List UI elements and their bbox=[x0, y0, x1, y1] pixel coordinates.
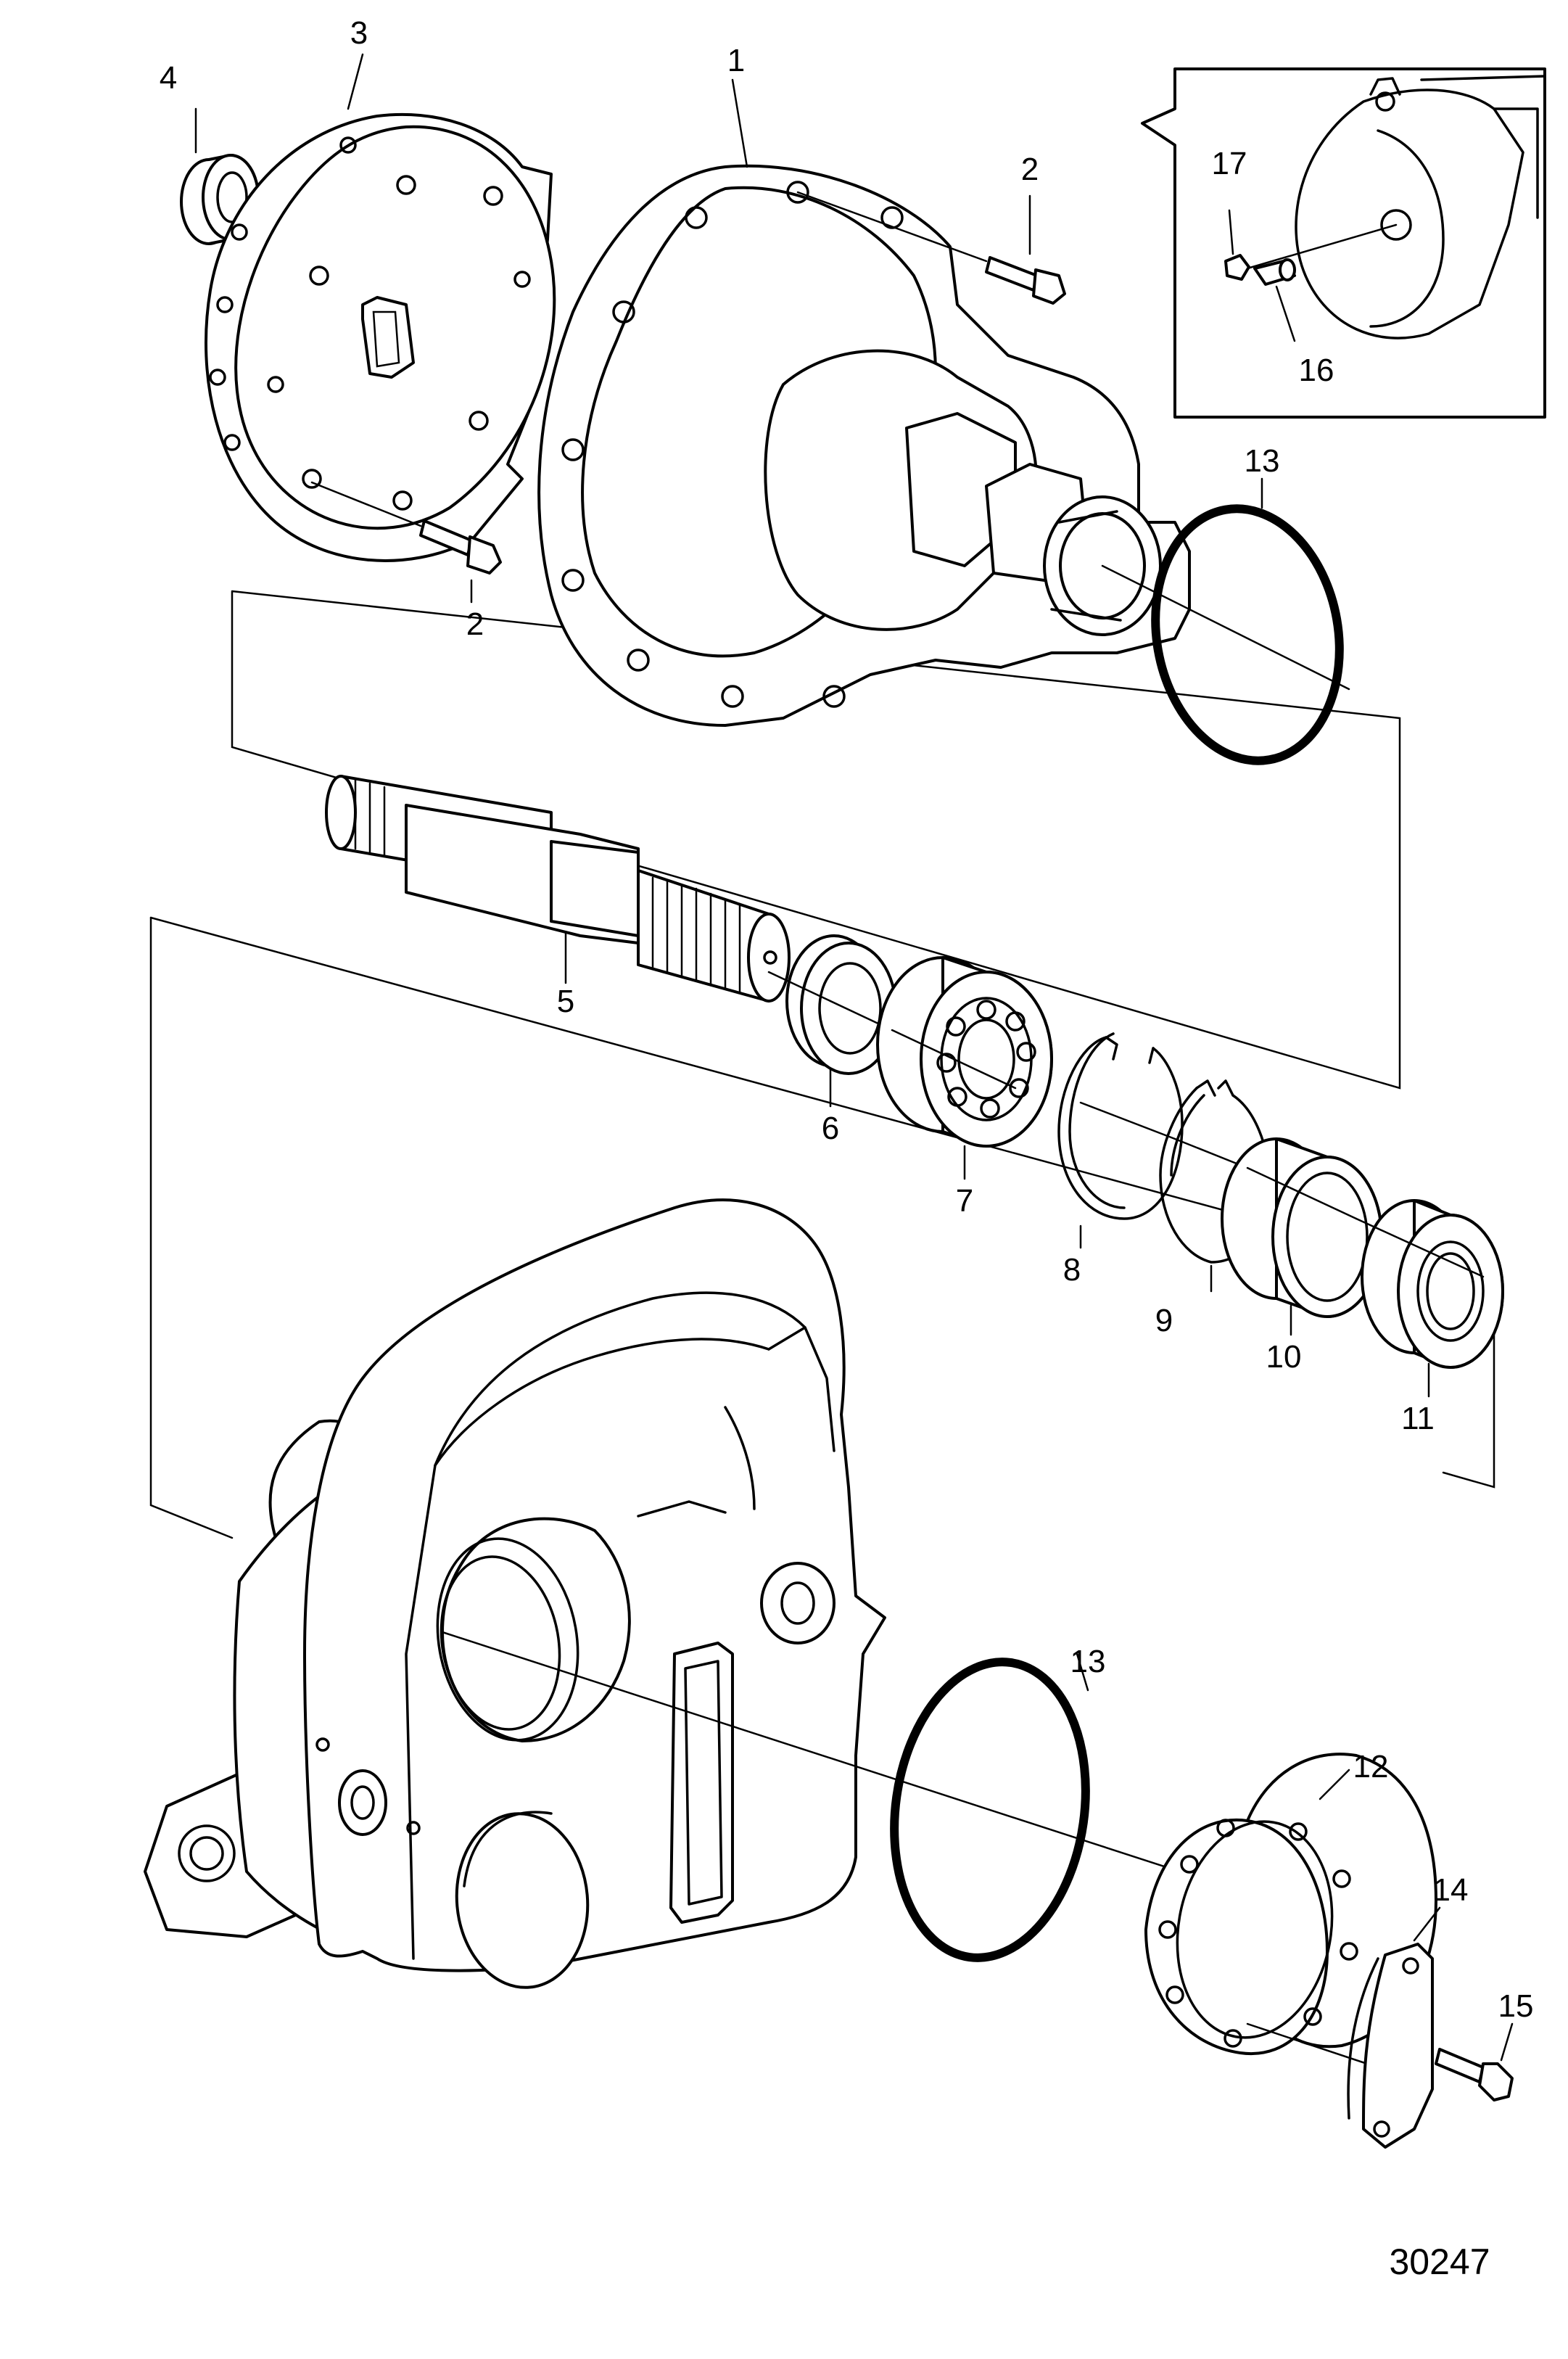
part-10-sleeve bbox=[1221, 1137, 1383, 1336]
part-13-o-ring-bottom bbox=[441, 1631, 1271, 1962]
housing-lower-port bbox=[455, 1811, 590, 1989]
callout-10: 10 bbox=[1266, 1339, 1302, 1375]
part-17-screw bbox=[1224, 209, 1250, 281]
assembly-boundary-lines bbox=[149, 590, 1495, 1539]
cover-plate-holes bbox=[209, 136, 531, 511]
callout-2-left: 2 bbox=[466, 606, 484, 642]
callout-1: 1 bbox=[727, 43, 745, 78]
part-6-seal bbox=[767, 934, 897, 1108]
callout-8: 8 bbox=[1063, 1252, 1081, 1288]
callout-13-bottom: 13 bbox=[1070, 1644, 1106, 1679]
retaining-plate-holes bbox=[1158, 1819, 1358, 2048]
callout-labels: 1 2 2 3 4 5 6 7 8 9 10 11 12 13 13 14 15… bbox=[160, 15, 1534, 2024]
callout-5: 5 bbox=[557, 984, 574, 1019]
callout-9: 9 bbox=[1155, 1303, 1173, 1338]
part-1-housing bbox=[537, 78, 1191, 727]
shaft-splines bbox=[354, 778, 741, 994]
housing-window bbox=[669, 1642, 734, 1924]
bearing-balls bbox=[936, 1000, 1036, 1119]
part-8-circlip bbox=[1057, 1032, 1184, 1249]
diagram-reference-number: 30247 bbox=[1389, 2241, 1490, 2282]
callout-4: 4 bbox=[160, 60, 177, 96]
callout-17: 17 bbox=[1212, 146, 1247, 181]
housing-boss-left bbox=[315, 1737, 421, 1836]
callout-11: 11 bbox=[1401, 1401, 1435, 1436]
callout-3: 3 bbox=[350, 15, 368, 51]
callout-14: 14 bbox=[1433, 1872, 1469, 1908]
part-2-bolt-right bbox=[796, 191, 1066, 305]
callout-6: 6 bbox=[822, 1111, 839, 1146]
callout-7: 7 bbox=[956, 1183, 973, 1219]
callout-15: 15 bbox=[1498, 1988, 1534, 2024]
part-13-o-ring-top bbox=[1101, 477, 1350, 765]
part-7-bearing bbox=[876, 956, 1053, 1180]
part-2-bolt-left bbox=[310, 481, 502, 604]
callout-16: 16 bbox=[1299, 353, 1334, 388]
part-3-cover-plate bbox=[205, 53, 556, 562]
detail-inset bbox=[1141, 67, 1546, 419]
housing-bolt-holes bbox=[561, 181, 904, 708]
part-14-lock-plate bbox=[1347, 1906, 1441, 2149]
housing-boss-right bbox=[760, 1562, 835, 1644]
part-16-pin bbox=[1253, 258, 1296, 342]
part-15-bolt bbox=[1435, 2022, 1514, 2101]
callout-13-top: 13 bbox=[1245, 443, 1280, 479]
part-11-seal bbox=[1355, 1199, 1504, 1398]
part-5-shaft bbox=[325, 775, 791, 1003]
callout-12: 12 bbox=[1353, 1749, 1389, 1784]
callout-2-right: 2 bbox=[1021, 152, 1039, 187]
main-gear-housing bbox=[144, 1198, 886, 1989]
